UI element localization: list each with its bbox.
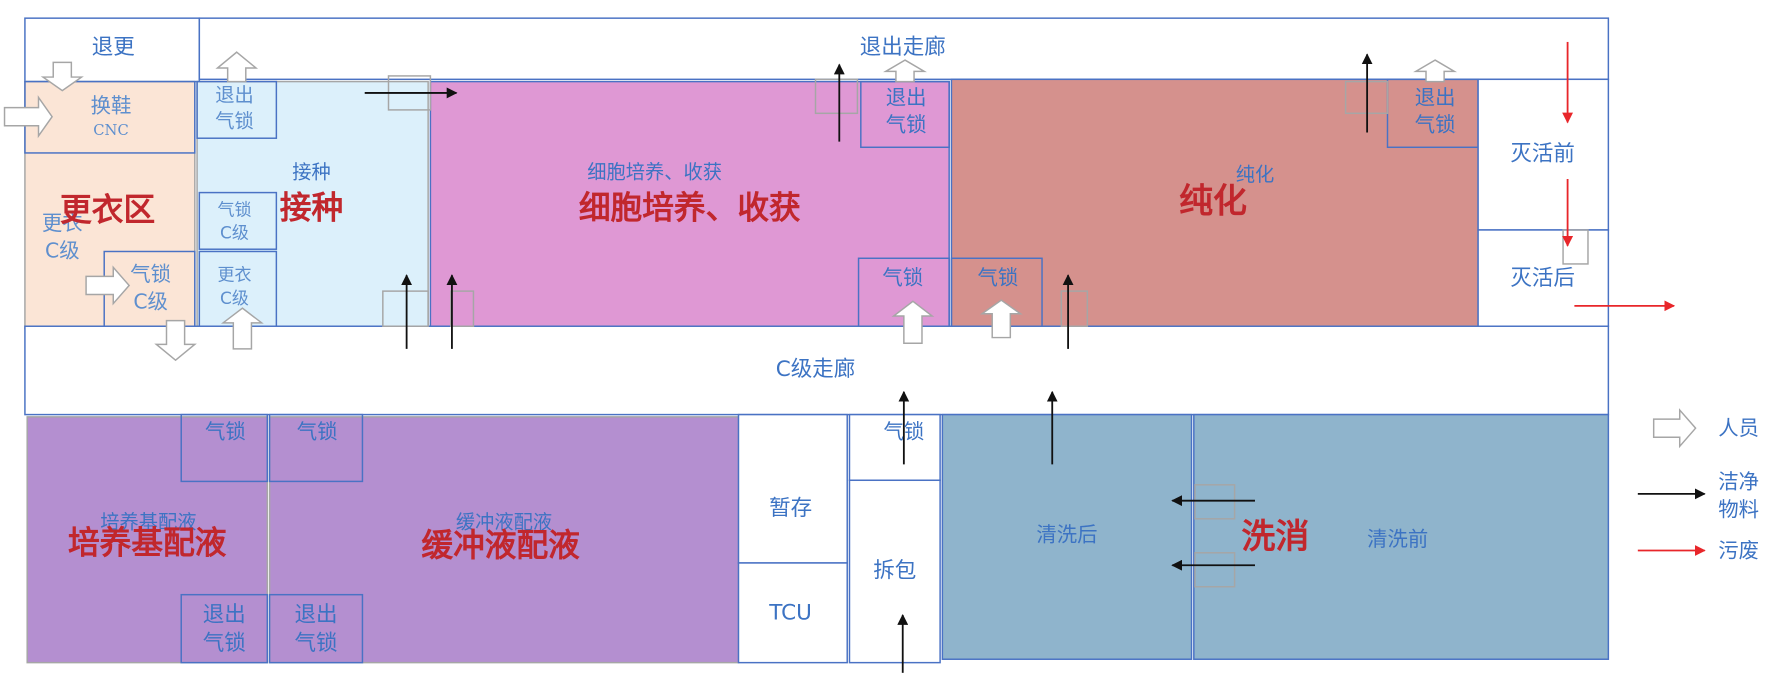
- c-grade-corridor: [24, 325, 1610, 416]
- cell-culture-label: 细胞培养、收获: [587, 161, 722, 184]
- clean-material-flow: [364, 53, 1373, 673]
- purification-room: [950, 78, 1479, 327]
- inoculation-gowning-label: 更衣: [217, 265, 251, 285]
- bottom-zone: [26, 413, 1610, 664]
- buffer-airlock: [268, 413, 364, 483]
- personnel-arrow-icon: [154, 319, 197, 362]
- inoculation-airlock-grade: C级: [220, 223, 249, 243]
- purification-airlock-label: 气锁: [977, 266, 1018, 290]
- media-airlock: [180, 413, 269, 483]
- legend: 人员 洁净 物料 污废: [1637, 408, 1759, 563]
- wash-disinfect-title: 洗消: [1241, 517, 1309, 557]
- inoculation-room: [196, 80, 429, 330]
- legend-clean-material-line1: 洁净: [1718, 469, 1759, 493]
- media-prep-title: 培养基配液: [68, 526, 227, 562]
- personnel-arrow-icon: [979, 299, 1023, 339]
- inoculation-airlock-label: 气锁: [217, 201, 251, 221]
- gowning-area-title: 更衣区: [60, 193, 155, 229]
- temp-storage-label: 暂存: [769, 496, 812, 521]
- legend-waste-label: 污废: [1718, 539, 1759, 563]
- unpacking-label: 拆包: [873, 558, 916, 583]
- buffer-prep-title: 缓冲液配液: [421, 528, 580, 564]
- unpack-airlock: [848, 413, 941, 482]
- tcu-room: [737, 562, 848, 664]
- pre-inactivation-room: [1477, 78, 1610, 231]
- pass-box-marker: [1562, 229, 1589, 265]
- personnel-arrow-icon: [215, 51, 259, 83]
- inoculation-exit-airlock-line2: 气锁: [215, 110, 253, 133]
- buffer-prep-label: 缓冲液配液: [456, 511, 552, 534]
- before-wash-room: [1193, 413, 1610, 660]
- media-airlock-label: 气锁: [205, 420, 246, 444]
- unpack-airlock-label: 气锁: [883, 420, 924, 444]
- pass-box-marker: [814, 78, 859, 115]
- shoe-change-grade: CNC: [93, 122, 128, 139]
- gowning-airlock-grade: C级: [133, 289, 168, 313]
- buffer-exit-airlock-line1: 退出: [294, 603, 337, 628]
- pass-box-marker: [1060, 290, 1089, 327]
- waste-flow: [1562, 41, 1676, 312]
- tcu-label: TCU: [768, 600, 812, 625]
- legend-personnel-label: 人员: [1718, 416, 1759, 440]
- cell-culture-exit-airlock-line1: 退出: [886, 85, 927, 109]
- legend-clean-material-line2: 物料: [1718, 498, 1759, 522]
- media-prep-label: 培养基配液: [100, 511, 196, 534]
- pass-box-marker: [1194, 552, 1236, 588]
- after-wash-label: 清洗后: [1036, 523, 1097, 547]
- buffer-exit-airlock-line2: 气锁: [294, 631, 337, 656]
- exit-corridor-label: 退出走廊: [860, 35, 946, 60]
- pre-inactivation-label: 灭活前: [1510, 142, 1575, 167]
- top-zone-labels: 退更 退出走廊 换鞋 CNC 更衣 C级 更衣区 气锁 C级 退出 气锁 接种 …: [42, 35, 1575, 313]
- personnel-arrow-icon: [3, 95, 54, 139]
- personnel-arrow-icon: [883, 59, 927, 83]
- temp-storage-room: [737, 413, 848, 564]
- buffer-prep-room: [268, 416, 740, 664]
- inoculation-label: 接种: [292, 161, 331, 184]
- media-exit-airlock-line1: 退出: [203, 603, 246, 628]
- c-grade-corridor-label: C级走廊: [776, 357, 856, 382]
- purification-exit-airlock-line1: 退出: [1415, 85, 1456, 109]
- post-inactivation-room: [1477, 229, 1610, 327]
- pass-box-marker: [382, 290, 429, 327]
- cell-culture-airlock-label: 气锁: [882, 266, 923, 290]
- personnel-arrow-icon: [220, 307, 264, 350]
- inoculation-gowning-grade: C级: [220, 289, 249, 309]
- exit-change-label: 退更: [92, 35, 135, 60]
- unpacking-room: [848, 479, 941, 664]
- shoe-change-label: 换鞋: [91, 93, 132, 117]
- after-wash-room: [941, 413, 1193, 660]
- purification-title: 纯化: [1179, 182, 1247, 222]
- personnel-arrow-icon: [1413, 59, 1458, 83]
- purification-exit-airlock-line2: 气锁: [1415, 113, 1456, 137]
- personnel-arrow-icon: [891, 300, 935, 344]
- inoculation-title: 接种: [280, 190, 343, 226]
- personnel-arrow-icon: [40, 61, 84, 92]
- gowning-grade: C级: [45, 238, 80, 262]
- inoculation-exit-airlock-line1: 退出: [215, 84, 253, 107]
- pass-box-marker: [450, 290, 475, 327]
- media-prep-room: [26, 416, 269, 664]
- media-exit-airlock-line2: 气锁: [203, 631, 246, 656]
- before-wash-label: 清洗前: [1367, 527, 1428, 551]
- cell-culture-room: [429, 80, 950, 330]
- pass-box-marker: [1194, 484, 1236, 520]
- cell-culture-exit-airlock-line2: 气锁: [886, 113, 927, 137]
- top-zone: [24, 17, 1610, 330]
- inoculation-airlock: [198, 191, 278, 250]
- buffer-airlock-label: 气锁: [297, 420, 338, 444]
- media-exit-airlock: [180, 593, 269, 664]
- purification-label: 纯化: [1236, 163, 1275, 186]
- post-inactivation-label: 灭活后: [1510, 266, 1575, 291]
- cell-culture-title: 细胞培养、收获: [579, 190, 801, 226]
- legend-personnel-arrow-icon: [1652, 408, 1697, 449]
- bottom-zone-labels: 气锁 培养基配液 培养基配液 退出 气锁 气锁 缓冲液配液 缓冲液配液 退出 气…: [68, 420, 1428, 656]
- gowning-label: 更衣: [42, 211, 83, 235]
- buffer-exit-airlock: [268, 593, 364, 664]
- personnel-arrow-icon: [85, 265, 131, 306]
- gowning-airlock-label: 气锁: [130, 262, 171, 286]
- personnel-flow: [3, 51, 1589, 588]
